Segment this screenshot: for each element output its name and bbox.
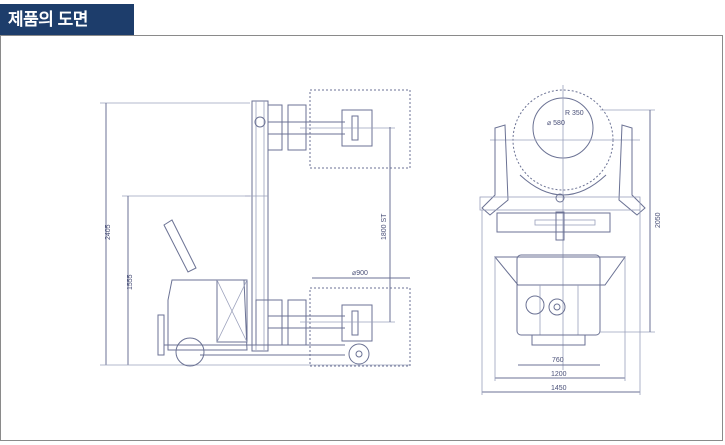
dim-1555: 1555 <box>127 274 134 290</box>
front-view-drawing: R 350 ⌀ 580 2050 760 1200 1450 <box>479 85 662 395</box>
dim-drum-radius: R 350 <box>565 110 584 117</box>
side-view-drawing: 2405 1555 1800 ST ⌀900 <box>100 89 411 367</box>
dim-drum-diameter: ⌀ 580 <box>547 120 565 127</box>
dim-1450: 1450 <box>551 385 567 392</box>
dim-760: 760 <box>552 357 564 364</box>
dim-1200: 1200 <box>551 371 567 378</box>
section-title-tab: 제품의 도면 <box>0 4 134 35</box>
drawing-frame <box>0 35 723 441</box>
dim-2050: 2050 <box>655 212 662 228</box>
dim-1800-stroke: 1800 ST <box>381 213 388 240</box>
dim-2405: 2405 <box>105 224 112 240</box>
dim-diameter-900: ⌀900 <box>352 270 368 277</box>
